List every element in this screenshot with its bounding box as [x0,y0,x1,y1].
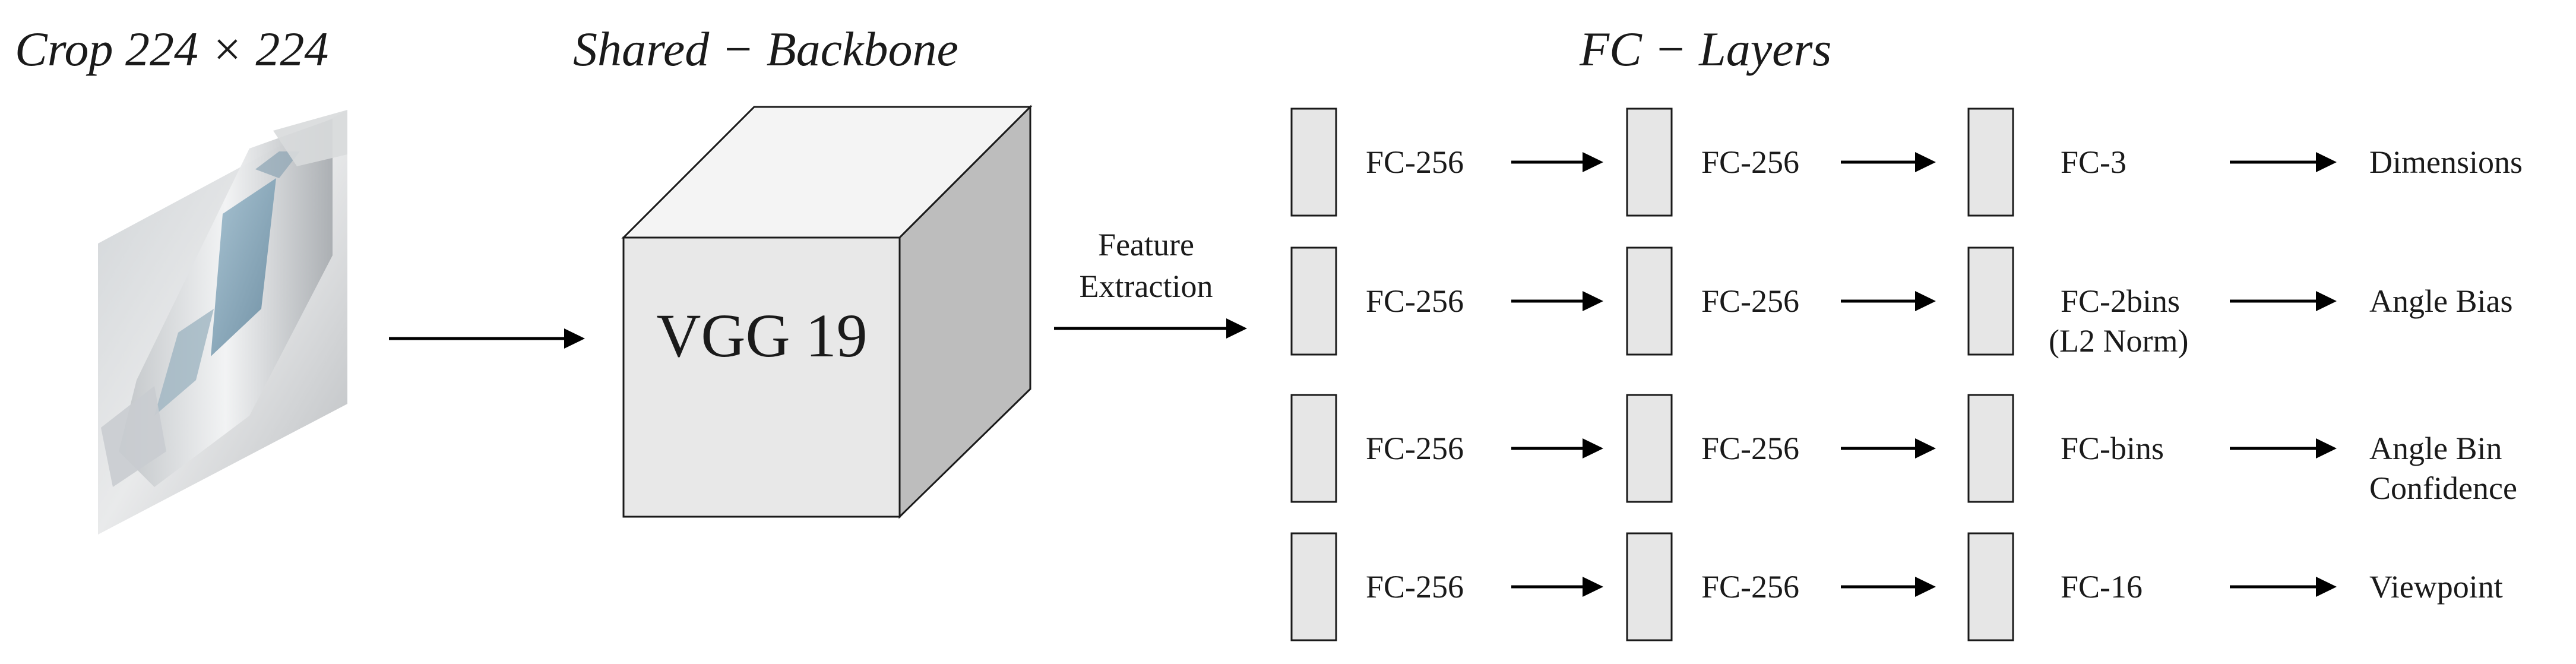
output-arrow [2230,438,2337,459]
fc-box-1 [1290,532,1337,641]
vgg19-cube: VGG 19 [621,105,1033,519]
fc-row: FC-256 FC-256 FC-16 Viewpoint [1290,532,2503,641]
crop-heading: Crop 224 × 224 [15,22,328,76]
fc-box-2 [1626,246,1673,356]
feature-extraction-line2: Extraction [1080,268,1213,304]
output-label: Angle Bin [2369,431,2502,466]
feature-extraction-line1: Feature [1098,227,1194,263]
fc1-label: FC-256 [1366,431,1464,466]
fc-box-3 [1967,394,2014,503]
fc-arrow-1 [1511,152,1603,172]
fc-box-1 [1290,246,1337,356]
fc-layers-heading: FC − Layers [1579,22,1831,76]
output-label: Angle Bias [2369,283,2512,319]
fc3-label: FC-2bins [2061,283,2180,319]
fc-arrow-2 [1841,438,1936,459]
fc-box-3 [1967,246,2014,356]
fc-arrow-2 [1841,152,1936,172]
fc-box-1 [1290,107,1337,217]
fc2-label: FC-256 [1701,569,1799,605]
fc-arrow-1 [1511,291,1603,311]
fc2-label: FC-256 [1701,144,1799,180]
fc-row: FC-256 FC-256 FC-2bins (L2 Norm) Angle Bias [1290,246,2512,359]
fc3-label: FC-bins [2061,431,2164,466]
fc-box-2 [1626,532,1673,641]
feature-extraction-arrow [1054,318,1247,339]
vgg19-label: VGG 19 [656,302,867,370]
fc3-sublabel: (L2 Norm) [2049,323,2188,359]
fc3-label: FC-16 [2061,569,2143,605]
cube-front-face [622,236,901,518]
fc2-label: FC-256 [1701,283,1799,319]
fc2-label: FC-256 [1701,431,1799,466]
car-crop-image [98,110,347,535]
fc1-label: FC-256 [1366,283,1464,319]
input-arrow [389,328,585,349]
backbone-heading: Shared − Backbone [573,22,958,76]
output-arrow [2230,152,2337,172]
fc1-label: FC-256 [1366,569,1464,605]
fc-arrow-1 [1511,577,1603,597]
fc-arrow-1 [1511,438,1603,459]
fc-box-1 [1290,394,1337,503]
fc3-label: FC-3 [2061,144,2126,180]
fc-arrow-2 [1841,291,1936,311]
fc-row: FC-256 FC-256 FC-3 Dimensions [1290,107,2523,217]
output-label: Dimensions [2369,144,2523,180]
fc-arrow-2 [1841,577,1936,597]
fc1-label: FC-256 [1366,144,1464,180]
fc-box-2 [1626,107,1673,217]
output-label-line2: Confidence [2369,470,2517,506]
output-arrow [2230,291,2337,311]
output-label: Viewpoint [2369,569,2503,605]
fc-box-3 [1967,107,2014,217]
output-arrow [2230,577,2337,597]
fc-box-3 [1967,532,2014,641]
fc-box-2 [1626,394,1673,503]
